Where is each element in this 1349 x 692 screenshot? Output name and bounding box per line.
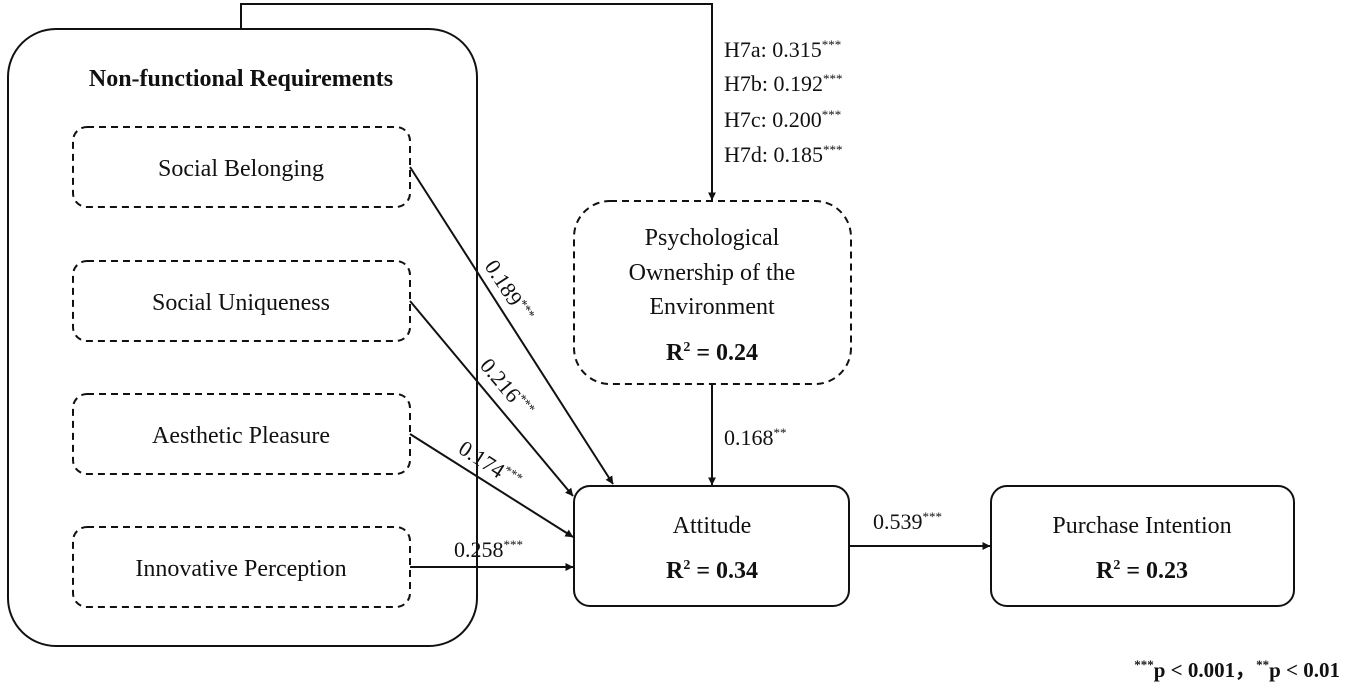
coef-social-uniqueness: 0.216***: [475, 353, 539, 422]
arrow-social-uniqueness-to-attitude: [409, 300, 574, 497]
predictor-innovative-perception: Innovative Perception: [72, 526, 411, 608]
predictor-label: Social Belonging: [158, 156, 324, 182]
mediator-line-2: Ownership of the: [629, 260, 796, 286]
predictor-aesthetic-pleasure: Aesthetic Pleasure: [72, 393, 411, 475]
h7d-label: H7d: 0.185***: [724, 142, 843, 167]
attitude-box: Attitude R2 = 0.34: [573, 485, 850, 607]
significance-note: ***p < 0.001，**p < 0.01: [1134, 657, 1340, 682]
purchase-label: Purchase Intention: [1052, 513, 1231, 539]
arrow-social-belonging-to-attitude: [409, 166, 614, 485]
mediator-r2: R2 = 0.24: [666, 340, 758, 366]
mediator-line-3: Environment: [649, 294, 775, 320]
coef-attitude-purchase: 0.539***: [873, 509, 942, 534]
attitude-label: Attitude: [673, 513, 752, 539]
purchase-intention-box: Purchase Intention R2 = 0.23: [990, 485, 1295, 607]
group-title: Non-functional Requirements: [89, 66, 393, 92]
predictor-social-belonging: Social Belonging: [72, 126, 411, 208]
attitude-r2: R2 = 0.34: [666, 558, 758, 584]
predictor-label: Aesthetic Pleasure: [152, 423, 330, 449]
predictor-social-uniqueness: Social Uniqueness: [72, 260, 411, 342]
predictor-label: Innovative Perception: [135, 556, 346, 582]
arrow-group-to-ownership: [240, 3, 716, 201]
nonfunctional-group-box: [7, 28, 478, 647]
mediator-box: Psychological Ownership of the Environme…: [573, 200, 852, 385]
h7b-label: H7b: 0.192***: [724, 71, 843, 96]
mediator-line-1: Psychological: [645, 225, 780, 251]
h7c-label: H7c: 0.200***: [724, 107, 841, 132]
arrow-aesthetic-pleasure-to-attitude: [409, 433, 574, 538]
predictor-label: Social Uniqueness: [152, 290, 330, 316]
purchase-r2: R2 = 0.23: [1096, 558, 1188, 584]
h7a-label: H7a: 0.315***: [724, 37, 841, 62]
coef-innovative-perception: 0.258***: [454, 537, 523, 562]
coef-ownership: 0.168**: [724, 425, 787, 450]
